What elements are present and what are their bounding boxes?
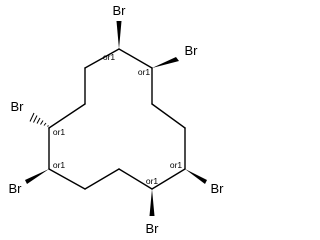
ring-bond	[118, 168, 153, 190]
ring-bond	[48, 103, 86, 129]
ring-bond	[151, 103, 186, 129]
ring-bond	[118, 48, 153, 69]
bromine-label: Br	[9, 181, 23, 196]
stereo-descriptor: or1	[103, 52, 116, 62]
hexabromocyclododecane-structure: Br Br Br Br Br Br or1 or1 or1 or1 or1 or…	[9, 3, 225, 236]
wedge-bond	[25, 169, 49, 184]
wedge-bond	[149, 189, 155, 216]
bromine-label: Br	[185, 43, 199, 58]
wedge-bond	[152, 57, 179, 68]
stereo-descriptor: or1	[138, 67, 151, 77]
stereo-descriptor: or1	[170, 160, 183, 170]
ring-bond	[84, 168, 120, 190]
stereo-descriptor: or1	[53, 127, 66, 137]
ring-bond	[48, 168, 86, 190]
bromine-label: Br	[211, 181, 225, 196]
ring-bonds	[48, 48, 186, 190]
ring-bond	[84, 48, 120, 69]
ring-bond	[151, 168, 186, 190]
bromine-label: Br	[113, 3, 127, 18]
bromine-label: Br	[146, 221, 160, 236]
hashed-bond	[29, 112, 49, 127]
stereo-descriptor: or1	[53, 160, 66, 170]
atom-labels: Br Br Br Br Br Br	[9, 3, 225, 236]
stereo-bonds	[25, 21, 207, 216]
bromine-label: Br	[11, 99, 25, 114]
stereo-labels: or1 or1 or1 or1 or1 or1	[53, 52, 183, 186]
stereo-descriptor: or1	[146, 176, 159, 186]
wedge-bond	[116, 21, 122, 49]
wedge-bond	[185, 169, 207, 184]
